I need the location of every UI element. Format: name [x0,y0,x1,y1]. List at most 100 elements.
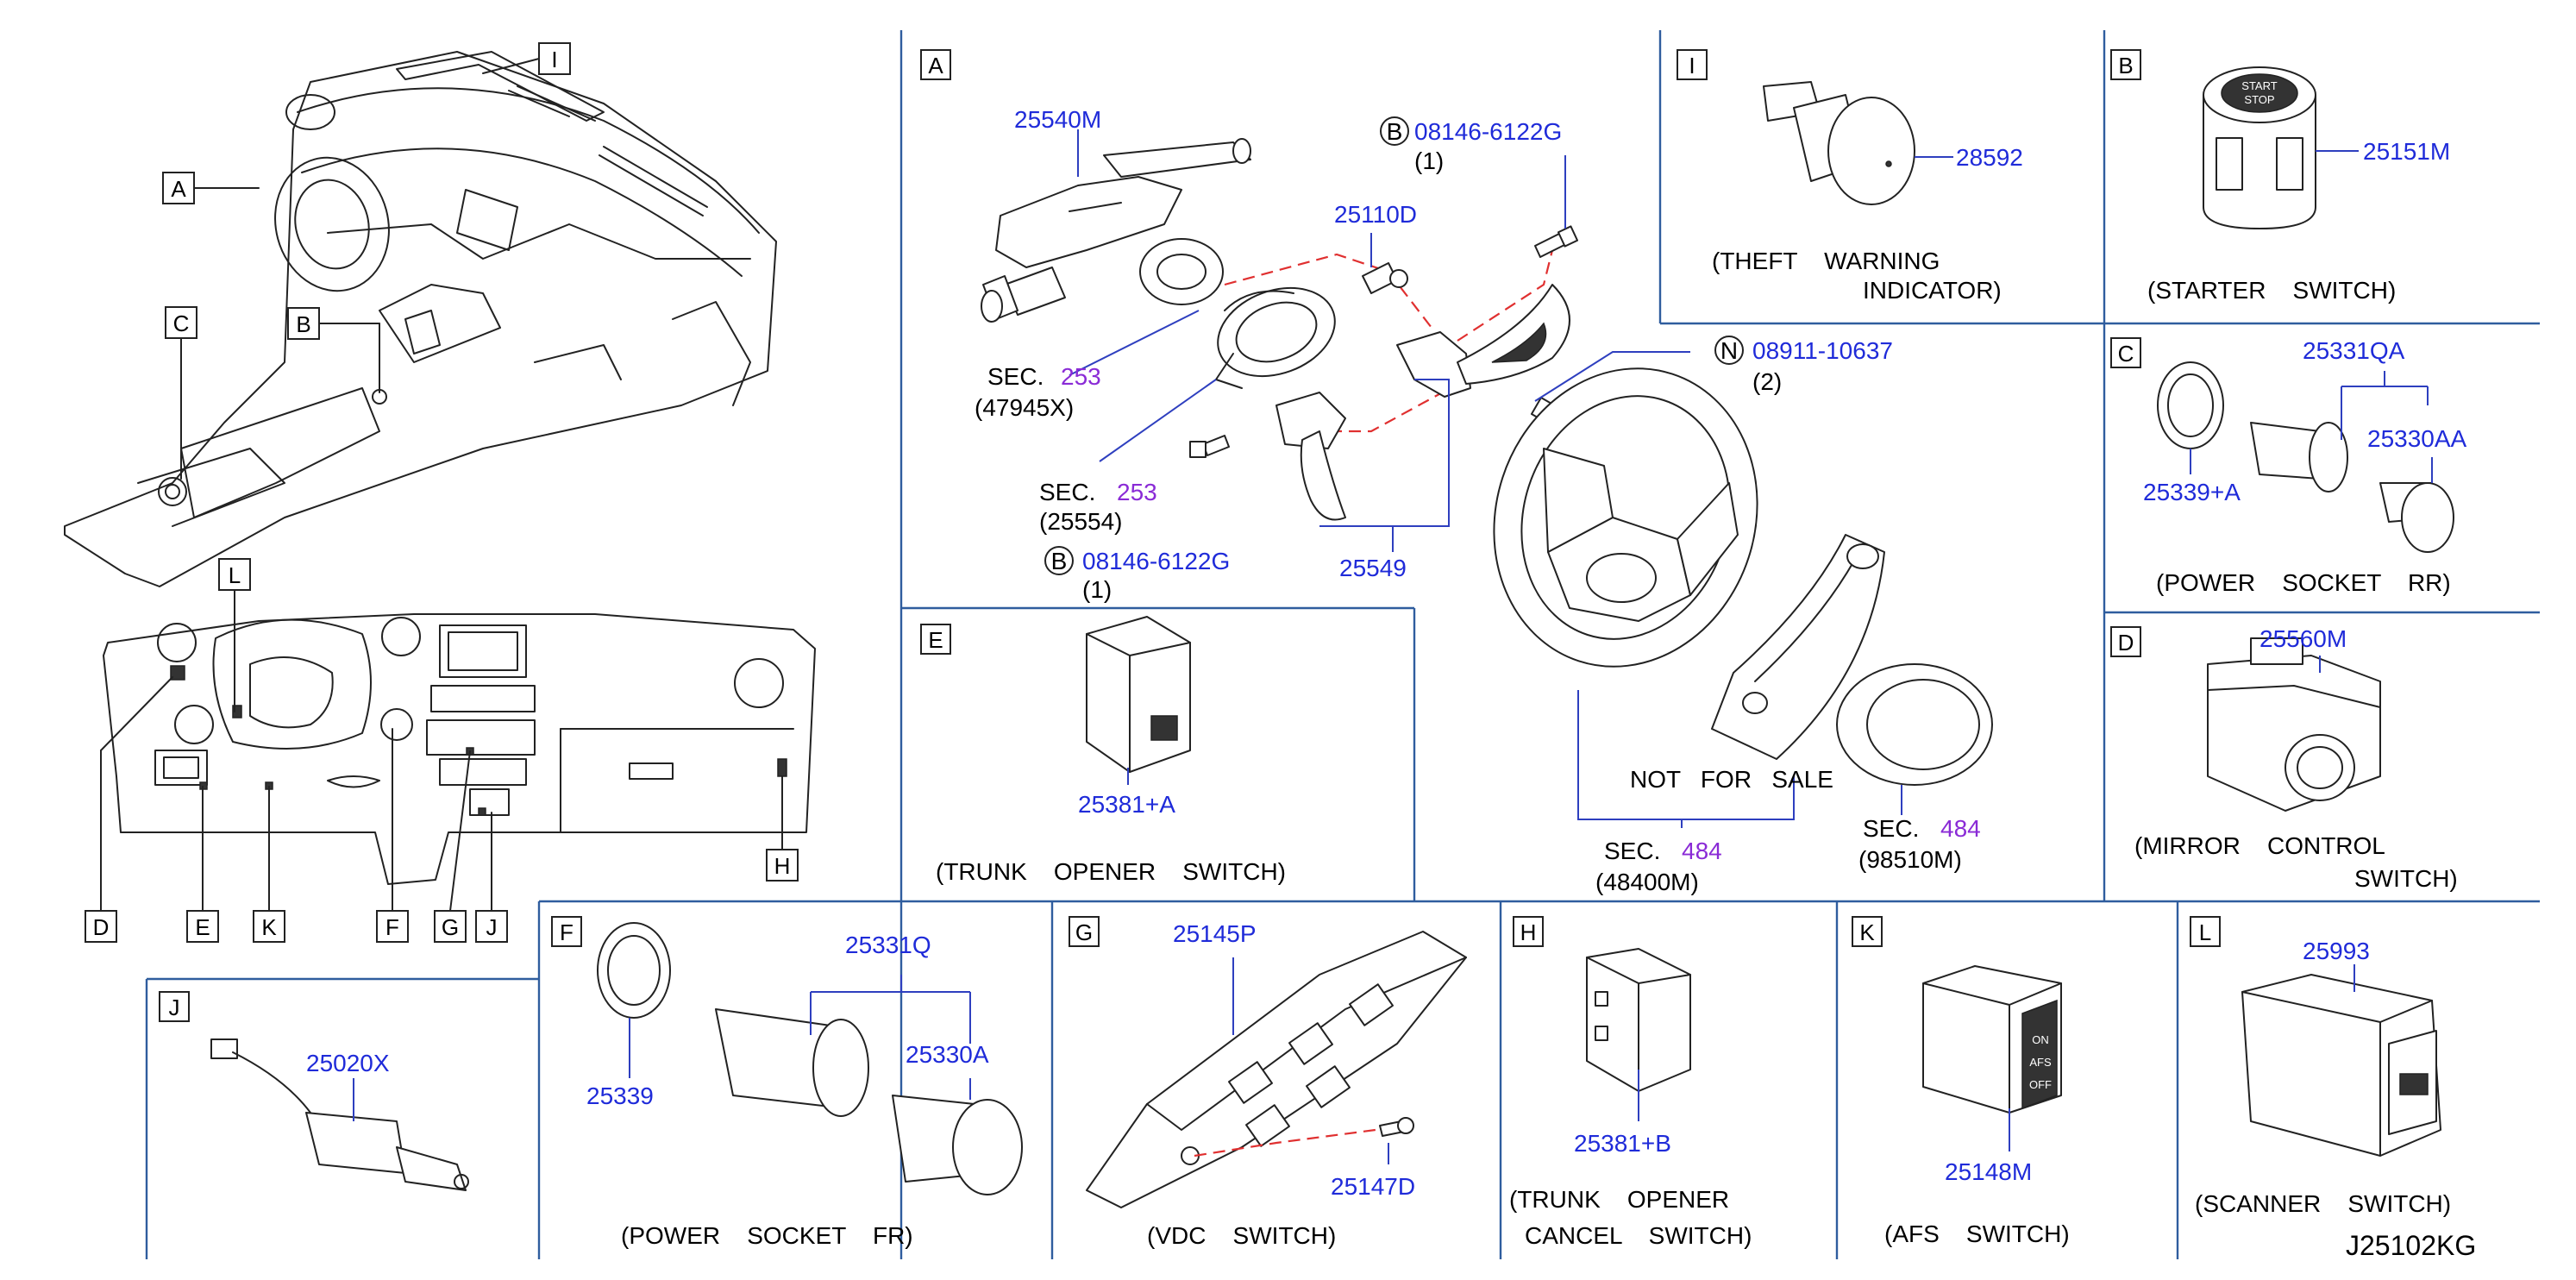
callout-B: B [296,311,310,337]
nut-qty: (2) [1752,368,1782,395]
paddle-shift-drawing [1275,284,1570,521]
sec2-number: 253 [1117,479,1157,505]
panel-K: K ON AFS OFF 25148M (AFS SWITCH) [1852,916,2070,1247]
afs-afs-text: AFS [2029,1056,2052,1069]
scanner-switch-drawing [2241,974,2441,1157]
caption-vdc: (VDC SWITCH) [1147,1222,1336,1249]
part-25330AA: 25330AA [2367,425,2467,452]
bolt-top-qty: (1) [1414,147,1444,174]
callout-A: A [171,176,186,202]
starter-switch-drawing: START STOP [2203,66,2316,229]
screw-25110D-drawing [1362,262,1408,294]
theft-indicator-drawing [1763,81,1915,205]
sec4-number: 484 [1940,815,1981,842]
part-25381+B: 25381+B [1574,1130,1671,1157]
diagram-code: J25102KG [2346,1230,2476,1261]
part-25549: 25549 [1339,555,1407,581]
caption-mirror-1: (MIRROR CONTROL [2134,832,2385,859]
part-25339+A: 25339+A [2143,479,2241,505]
steering-wheel-drawing [1493,367,1758,668]
panel-letter-L: L [2199,919,2211,945]
callout-J: J [486,914,498,940]
callout-C: C [173,311,190,336]
callout-D: D [93,914,110,940]
sec4-label: SEC. [1863,815,1919,842]
caption-starter: (STARTER SWITCH) [2147,277,2396,304]
part-25020X: 25020X [306,1050,390,1076]
not-for-sale: NOT FOR SALE [1630,766,1833,793]
callout-H: H [774,853,791,879]
caption-socket-rr: (POWER SOCKET RR) [2156,569,2451,596]
part-25151M: 25151M [2363,138,2450,165]
panel-F: F 25331Q 25330A 25339 (POWER SOCKET FR) [551,916,1023,1249]
callout-E: E [195,914,210,940]
part-25331Q: 25331Q [845,932,931,958]
sec1-ref: (47945X) [975,394,1074,421]
panel-letter-B: B [2118,53,2133,78]
panel-letter-I: I [1689,53,1695,78]
part-25560M: 25560M [2259,625,2347,652]
callout-L: L [229,562,241,588]
part-25330A: 25330A [906,1041,989,1068]
part-25148M: 25148M [1945,1158,2032,1185]
caption-trunk-opener: (TRUNK OPENER SWITCH) [936,858,1286,885]
part-08146-6122G-bottom: 08146-6122G [1082,548,1230,574]
part-25339: 25339 [586,1082,654,1109]
panel-G: G 25145P 25147D (VDC SWITCH) [1069,916,1467,1249]
trunk-cancel-switch-drawing [1586,948,1691,1092]
start-text: START [2241,79,2277,92]
bolt-bottom-qty: (1) [1082,576,1112,603]
caption-theft-1: (THEFT WARNING [1712,248,1940,274]
bolt-bottom-prefix: B [1051,548,1068,574]
trunk-switch-drawing [1086,616,1191,773]
panel-letter-C: C [2118,341,2134,367]
panel-J: J 25020X [159,991,469,1191]
airbag-module-drawing [1836,663,1993,786]
panel-letter-F: F [560,919,573,945]
part-08911-10637: 08911-10637 [1752,337,1893,364]
afs-switch-drawing: ON AFS OFF [1922,965,2062,1114]
panel-letter-E: E [928,627,943,653]
panel-B: B START STOP 25151M (STARTER SWITCH) [2110,49,2450,304]
vdc-switch-drawing [1086,931,1467,1208]
panel-I: I 28592 (THEFT WARNING INDICATOR) [1677,49,2023,304]
part-28592: 28592 [1956,144,2023,171]
part-08146-6122G-top: 08146-6122G [1414,118,1562,145]
part-25147D: 25147D [1331,1173,1415,1200]
dashboard-overview-perspective [64,51,777,587]
panel-letter-D: D [2118,630,2134,656]
panel-letter-A: A [928,53,943,78]
sec2-label: SEC. [1039,479,1095,505]
panel-C: C 25331QA 25330AA 25339+A (POWER SOCKET … [2110,337,2467,596]
sec3-ref: (48400M) [1595,869,1699,895]
socket-fr-drawing [597,922,1023,1195]
panel-L: L 25993 (SCANNER SWITCH) [2190,916,2451,1217]
panel-letter-K: K [1859,919,1875,945]
sensor-25020X-drawing [210,1038,469,1191]
sec3-label: SEC. [1604,838,1660,864]
bolt-top-prefix: B [1387,118,1403,145]
panel-H: H 25381+B (TRUNK OPENER CANCEL SWITCH) [1509,916,1752,1249]
socket-rr-drawing [2157,361,2454,553]
nut-prefix: N [1720,337,1738,364]
mirror-switch-drawing [2207,637,2381,812]
part-25110D: 25110D [1334,201,1417,228]
callout-I: I [551,47,557,72]
sec1-label: SEC. [987,363,1044,390]
panel-frame-lines [145,30,2540,1259]
caption-afs: (AFS SWITCH) [1884,1220,2070,1247]
caption-trunk-cancel-1: (TRUNK OPENER [1509,1186,1729,1213]
callout-F: F [385,914,399,940]
part-25540M: 25540M [1014,106,1101,133]
panel-letter-G: G [1075,919,1093,945]
sec1-number: 253 [1061,363,1101,390]
panel-E: E 25381+A (TRUNK OPENER SWITCH) [920,616,1286,885]
combination-switch-drawing [981,138,1251,323]
stop-text: STOP [2244,93,2274,106]
panel-D: D 25560M (MIRROR CONTROL SWITCH) [2110,625,2458,892]
callout-G: G [442,914,459,940]
overview-callouts: I A C B L D E K F G J H [85,42,799,943]
part-25993: 25993 [2303,938,2370,964]
panel-letter-H: H [1520,919,1537,945]
